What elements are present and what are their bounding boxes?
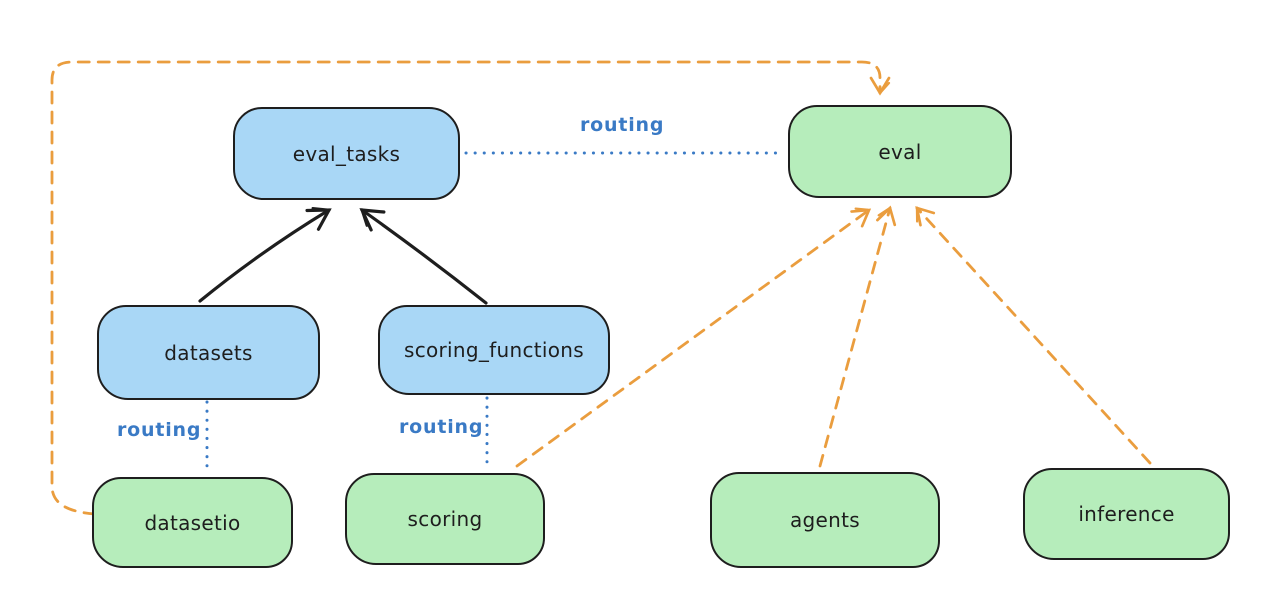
edge-label-routing-eval-tasks-eval: routing	[580, 114, 665, 136]
node-eval-tasks-label: eval_tasks	[292, 141, 401, 166]
node-datasetio: datasetio	[92, 477, 293, 568]
node-agents-label: agents	[790, 508, 860, 532]
edge-scoring-to-eval	[515, 207, 872, 468]
node-datasetio-label: datasetio	[144, 510, 241, 535]
edge-datasetio-to-eval-loop	[50, 60, 891, 516]
node-eval: eval	[788, 105, 1012, 198]
edge-agents-to-eval	[818, 205, 897, 468]
node-datasets: datasets	[97, 305, 320, 400]
edge-label-routing-scoring-functions-scoring: routing	[399, 416, 484, 438]
node-scoring-functions: scoring_functions	[378, 305, 610, 395]
edge-inference-to-eval	[915, 206, 1152, 465]
node-eval-tasks: eval_tasks	[233, 107, 460, 200]
node-eval-label: eval	[878, 139, 922, 164]
node-scoring: scoring	[345, 473, 545, 565]
edge-scoring-functions-to-eval-tasks	[359, 208, 488, 305]
node-scoring-label: scoring	[407, 507, 483, 531]
node-inference: inference	[1023, 468, 1230, 560]
node-scoring-functions-label: scoring_functions	[403, 338, 585, 362]
edge-datasets-to-eval-tasks	[198, 207, 332, 303]
edge-label-routing-datasets-datasetio: routing	[117, 419, 202, 441]
node-agents: agents	[710, 472, 940, 568]
node-datasets-label: datasets	[164, 340, 253, 365]
node-inference-label: inference	[1078, 502, 1175, 526]
